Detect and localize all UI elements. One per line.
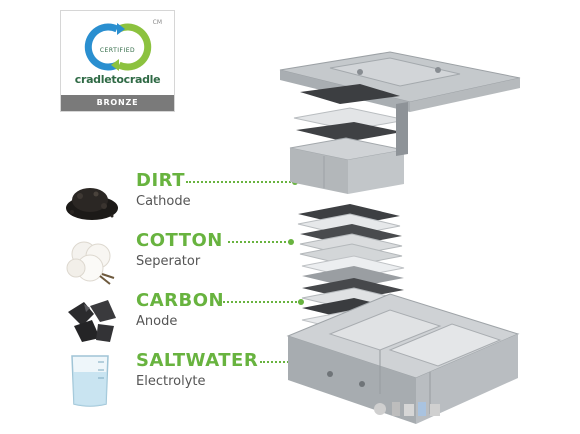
- certified-label: CERTIFIED: [99, 47, 136, 54]
- dirt-icon: [66, 188, 118, 220]
- trademark-mark: CM: [152, 19, 162, 26]
- battery-base-tray: [286, 293, 520, 424]
- component-subtitle: Anode: [136, 314, 178, 329]
- component-title: COTTON: [136, 230, 223, 251]
- cradle-to-cradle-badge: CM CERTIFIED cradletocradle BRONZE: [60, 10, 175, 112]
- tier-label: BRONZE: [61, 95, 174, 111]
- component-title: DIRT: [136, 170, 185, 191]
- battery-lid: [279, 51, 521, 112]
- leader-line: [220, 299, 304, 305]
- cotton-icon: [66, 241, 115, 285]
- component-title: CARBON: [136, 290, 225, 311]
- leader-line: [228, 239, 294, 245]
- component-subtitle: Electrolyte: [136, 374, 206, 389]
- battery-exploded-view: [279, 51, 521, 424]
- brand-name: cradletocradle: [74, 73, 161, 86]
- component-carbon: CARBON Anode: [60, 290, 320, 350]
- carbon-icon: [68, 300, 116, 342]
- component-cotton: COTTON Seperator: [60, 230, 320, 290]
- cradle-to-cradle-logo-icon: [84, 23, 152, 71]
- saltwater-icon: [71, 355, 109, 407]
- watermark-logo: [374, 402, 440, 416]
- component-dirt: DIRT Cathode: [60, 170, 320, 230]
- component-subtitle: Seperator: [136, 254, 201, 269]
- component-subtitle: Cathode: [136, 194, 191, 209]
- component-saltwater: SALTWATER Electrolyte: [60, 350, 324, 410]
- component-title: SALTWATER: [136, 350, 259, 371]
- battery-mid-housing: [289, 137, 405, 194]
